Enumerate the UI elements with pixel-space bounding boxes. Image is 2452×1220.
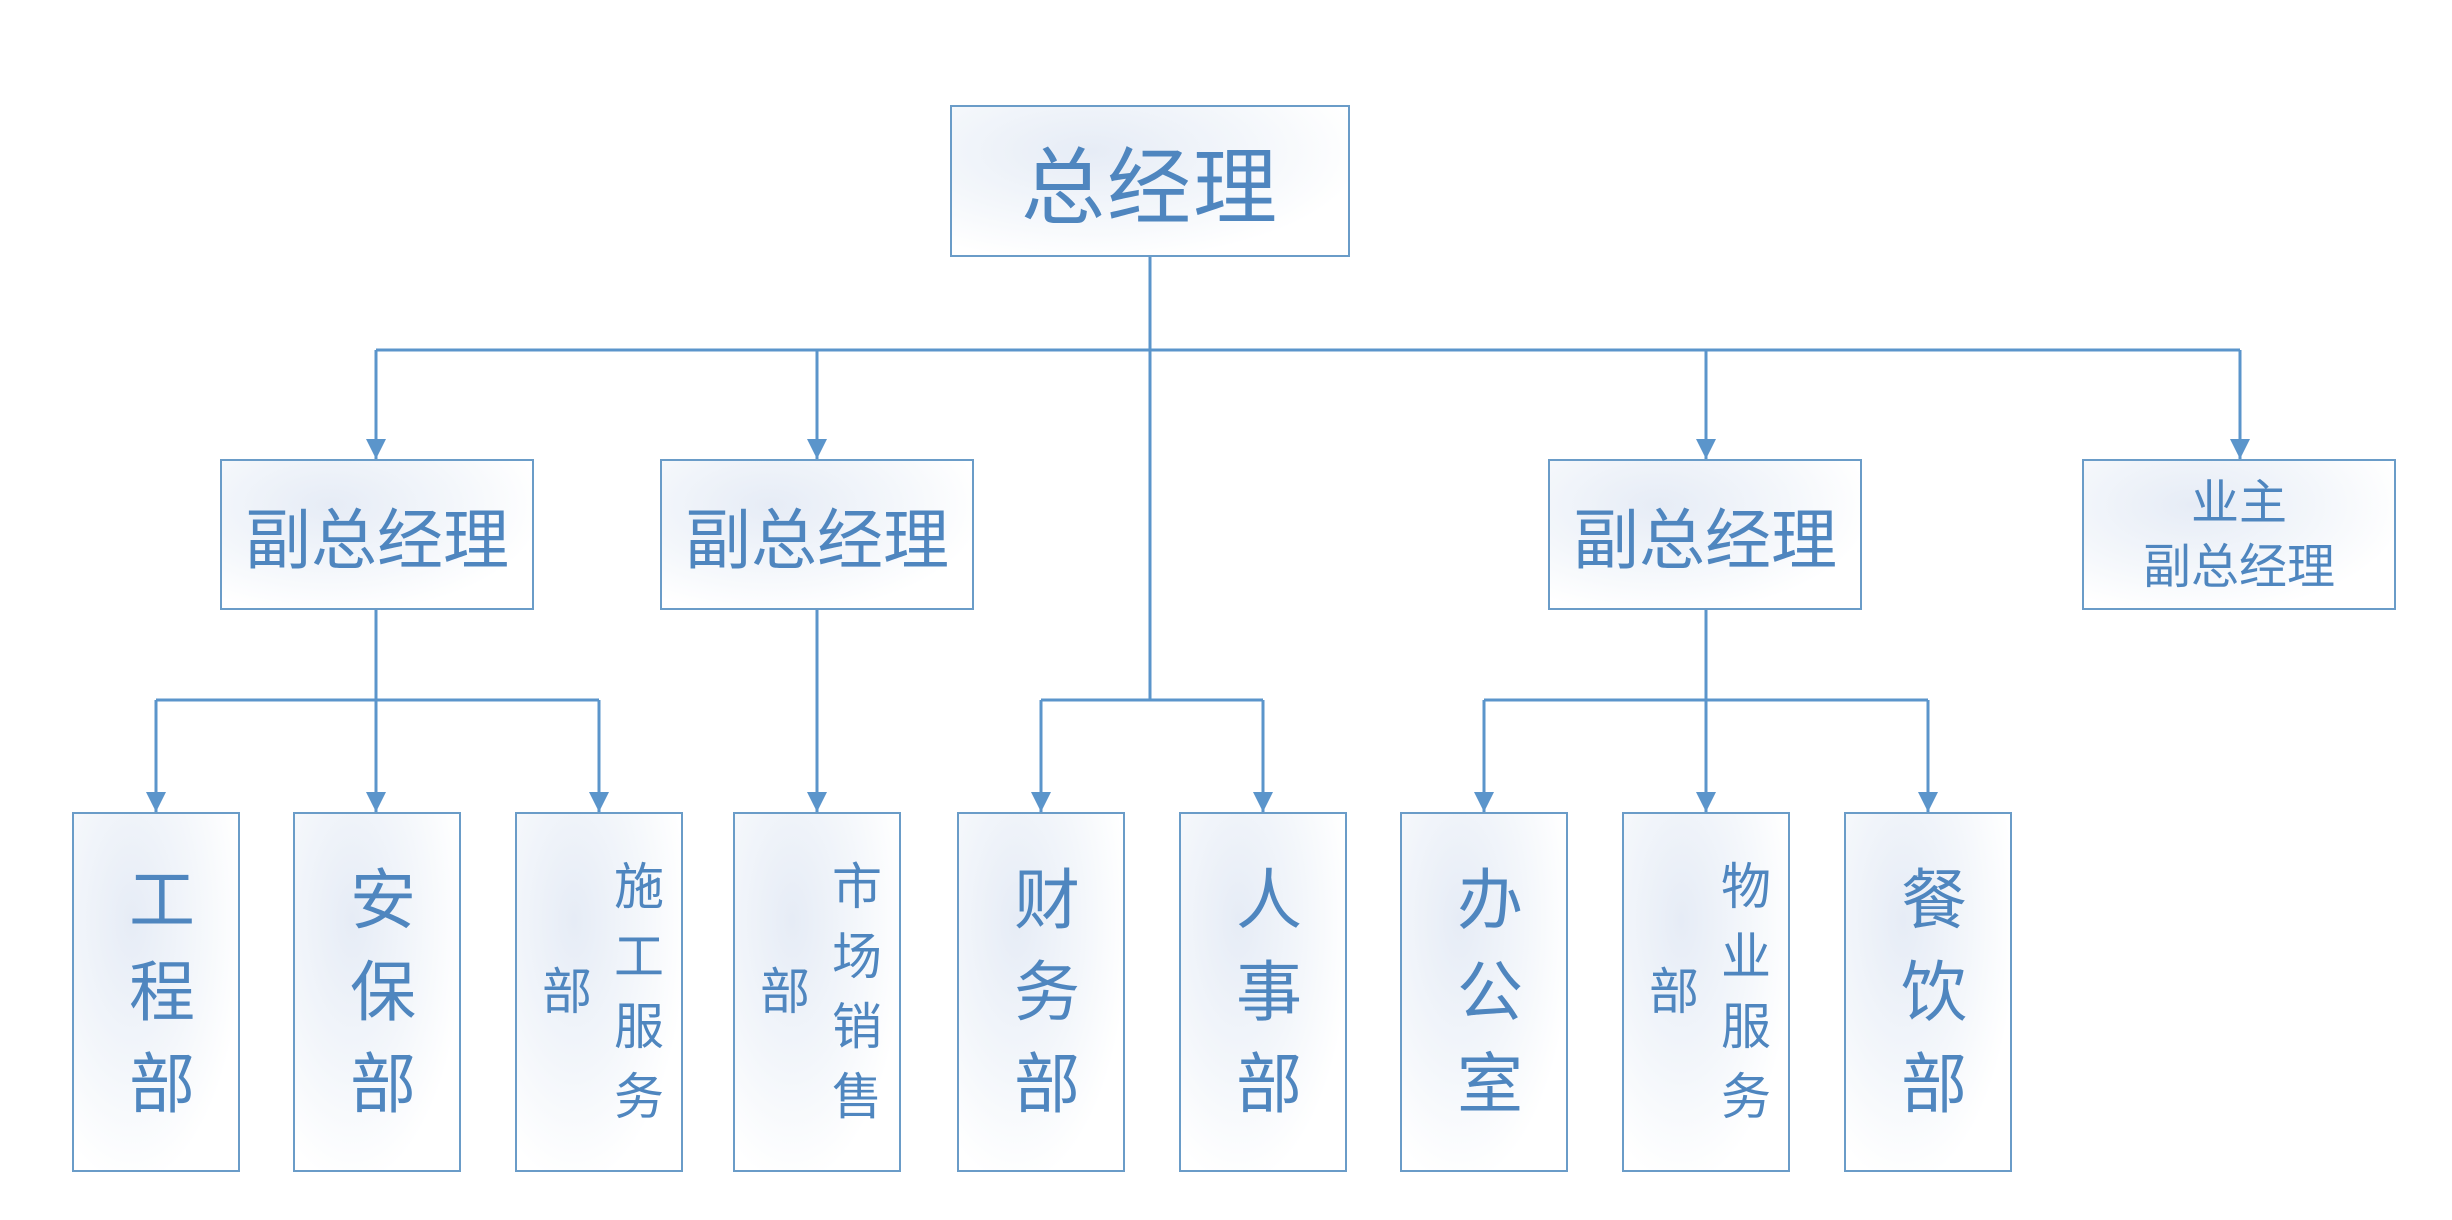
- department-box-construction-service: 施工服务部: [515, 812, 683, 1172]
- department-label: 工程部: [118, 865, 195, 1141]
- department-box-property-service: 物业服务部: [1622, 812, 1790, 1172]
- vice-manager-label: 副总经理: [1573, 501, 1837, 579]
- department-label: 施工服务部: [534, 860, 664, 1140]
- department-label: 餐饮部: [1890, 865, 1967, 1141]
- vice-manager-box-1: 副总经理: [220, 459, 534, 610]
- vice-manager-label: 副总经理: [245, 501, 509, 579]
- department-box-office: 办公室: [1400, 812, 1568, 1172]
- department-label: 人事部: [1225, 865, 1302, 1141]
- department-label: 市场销售部: [752, 860, 882, 1140]
- department-box-finance: 财务部: [957, 812, 1125, 1172]
- vice-manager-box-3: 副总经理: [1548, 459, 1862, 610]
- department-box-catering: 餐饮部: [1844, 812, 2012, 1172]
- department-label: 物业服务部: [1641, 860, 1771, 1140]
- department-label: 办公室: [1446, 865, 1523, 1141]
- vice-manager-box-2: 副总经理: [660, 459, 974, 610]
- vice-manager-label: 副总经理: [685, 501, 949, 579]
- department-box-hr: 人事部: [1179, 812, 1347, 1172]
- department-box-marketing-sales: 市场销售部: [733, 812, 901, 1172]
- owner-vice-manager-line1: 业主: [2190, 474, 2287, 531]
- department-label: 安保部: [339, 865, 416, 1141]
- owner-vice-manager-line2: 副总经理: [2142, 538, 2335, 595]
- general-manager-box: 总经理: [950, 105, 1350, 257]
- general-manager-label: 总经理: [1020, 138, 1279, 237]
- department-label: 财务部: [1003, 865, 1080, 1141]
- department-box-security: 安保部: [293, 812, 461, 1172]
- department-box-engineering: 工程部: [72, 812, 240, 1172]
- owner-vice-manager-box: 业主 副总经理: [2082, 459, 2396, 610]
